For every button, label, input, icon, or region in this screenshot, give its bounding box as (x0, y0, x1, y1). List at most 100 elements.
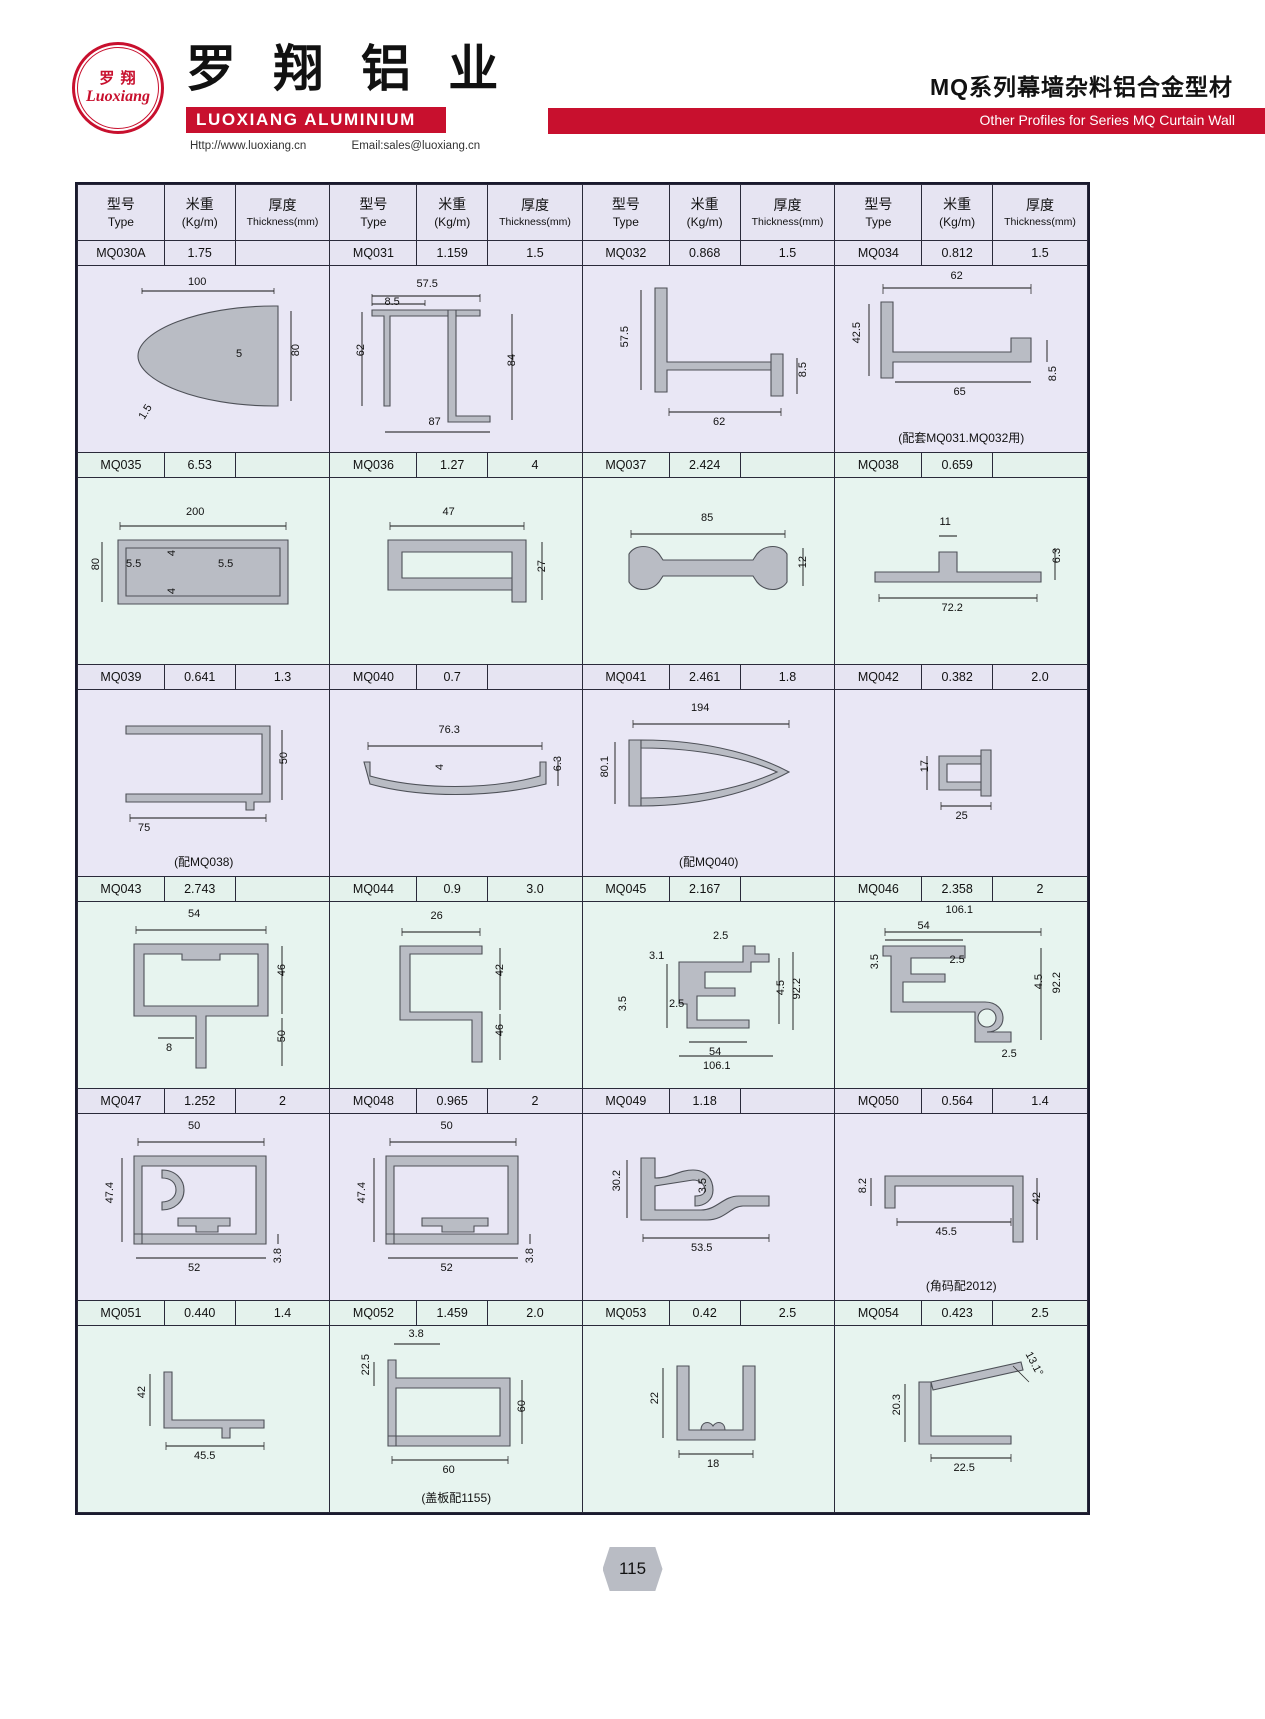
drawing-cell-mq038: 11 6.3 72.2 (834, 477, 1088, 665)
dim-label: 47 (442, 506, 455, 518)
dim-label: 18 (706, 1458, 720, 1470)
cell-weight: 1.27 (416, 452, 489, 478)
header-weight-cn-1: 米重 (185, 195, 214, 212)
dim-label: 194 (690, 702, 710, 714)
cell-type: MQ052 (329, 1300, 418, 1326)
dim-label: 57.5 (618, 326, 631, 348)
profile-drawing-mq037 (628, 530, 804, 591)
cell-weight: 2.424 (668, 452, 741, 478)
header-thickness-en-4: Thickness(mm) (1004, 215, 1076, 228)
cell-type: MQ044 (329, 876, 418, 902)
contact-info: Http://www.luoxiang.cn Email:sales@luoxi… (190, 140, 522, 152)
dim-label: 76.3 (438, 724, 460, 736)
spec-row: MQ047 1.252 2 MQ048 0.965 2 MQ049 1.18 M… (77, 1088, 1088, 1114)
dim-label: 72.2 (941, 602, 963, 614)
cell-type: MQ032 (581, 240, 670, 266)
cell-weight: 0.659 (921, 452, 993, 478)
brand-name-chinese: 罗 翔 铝 业 (186, 40, 509, 98)
dim-label: 106.1 (702, 1060, 731, 1072)
profile-drawing-mq032 (640, 287, 798, 416)
dim-label: 60 (516, 1400, 529, 1413)
dim-label: 22.5 (360, 1354, 373, 1376)
drawing-note: (盖板配1155) (421, 1491, 492, 1505)
drawing-row: 54 46 8 50 26 42 46 (76, 901, 1088, 1089)
title-red-bar (548, 108, 1265, 134)
page-title-chinese: MQ系列幕墙杂料铝合金型材 (929, 74, 1233, 100)
dim-label: 42 (494, 964, 507, 977)
spec-row: MQ051 0.440 1.4 MQ052 1.459 2.0 MQ053 0.… (77, 1300, 1088, 1326)
cell-weight: 0.868 (668, 240, 741, 266)
cell-weight: 0.9 (416, 876, 489, 902)
dim-label: 80 (290, 344, 302, 357)
drawing-cell-mq048: 50 47.4 52 3.8 (329, 1113, 583, 1301)
dim-label: 11 (939, 516, 951, 528)
dim-label: 3.1 (648, 950, 665, 962)
drawing-cell-mq045: 2.5 3.1 4.5 92.2 3.5 2.5 54 106.1 (581, 901, 836, 1089)
dim-label: 46 (494, 1024, 507, 1037)
cell-type: MQ051 (77, 1300, 165, 1326)
cell-type: MQ041 (581, 664, 670, 690)
dim-label: 50 (276, 1030, 288, 1043)
dim-label: 17 (919, 760, 932, 773)
drawing-cell-mq054: 20.3 22.5 13.1° (834, 1325, 1088, 1513)
dim-label: 3.5 (616, 996, 629, 1012)
cell-thickness (234, 240, 331, 266)
cell-type: MQ050 (834, 1088, 923, 1114)
dim-label: 50 (188, 1120, 201, 1132)
brand-red-bar (186, 107, 446, 133)
cell-weight: 1.459 (416, 1300, 489, 1326)
cell-thickness (487, 664, 583, 690)
dim-label: 8.5 (796, 362, 809, 378)
cell-type: MQ047 (77, 1088, 165, 1114)
spec-row: MQ035 6.53 MQ036 1.27 4 MQ037 2.424 MQ03… (77, 452, 1088, 478)
dim-label: 65 (953, 386, 966, 398)
dim-label: 4 (166, 550, 178, 557)
profile-drawing-mq050 (871, 1175, 1038, 1243)
cell-weight: 0.382 (921, 664, 993, 690)
cell-type: MQ035 (77, 452, 165, 478)
cell-weight: 0.423 (921, 1300, 993, 1326)
dim-label: 4.5 (1033, 974, 1046, 990)
cell-thickness: 1.4 (234, 1300, 331, 1326)
dim-label: 12 (796, 556, 809, 569)
header-weight-en-1: (Kg/m) (181, 214, 218, 229)
brand-name-english: LUOXIANG ALUMINIUM (196, 110, 416, 129)
cell-type: MQ043 (77, 876, 165, 902)
drawing-cell-mq052: 3.8 22.5 60 60 (盖板配1155) (329, 1325, 583, 1513)
dim-label: 42.5 (851, 322, 864, 344)
dim-label: 92.2 (790, 978, 803, 1000)
dim-label: 53.5 (690, 1242, 713, 1254)
cell-weight: 0.965 (416, 1088, 489, 1114)
dim-label: 100 (188, 276, 207, 288)
drawing-cell-mq050: 42 8.2 45.5 (角码配2012) (834, 1113, 1088, 1301)
company-seal-logo: 罗 翔 Luoxiang (72, 42, 164, 134)
dim-label: 52 (188, 1262, 201, 1274)
cell-type: MQ037 (581, 452, 670, 478)
header-thickness-en-3: Thickness(mm) (751, 215, 824, 228)
dim-label: 54 (917, 920, 930, 932)
profile-drawing-mq047 (121, 1138, 279, 1259)
header-type-en-1: Type (107, 214, 134, 229)
cell-thickness (234, 452, 331, 478)
dim-label: 45.5 (935, 1226, 957, 1238)
header-thickness-cn-1: 厚度 (268, 196, 297, 213)
header-weight-en-4: (Kg/m) (939, 214, 976, 229)
dim-label: 45.5 (194, 1450, 216, 1462)
cell-type: MQ038 (834, 452, 923, 478)
cell-type: MQ040 (329, 664, 418, 690)
dim-label: 25 (955, 810, 968, 822)
seal-chinese-text: 罗 翔 (99, 70, 137, 87)
dim-label: 3.8 (408, 1328, 424, 1340)
drawing-cell-mq043: 54 46 8 50 (76, 901, 331, 1089)
spec-row: MQ030A 1.75 MQ031 1.159 1.5 MQ032 0.868 … (77, 240, 1088, 266)
drawing-row: 50 47.4 52 3.8 50 47.4 52 (76, 1113, 1088, 1301)
cell-weight: 0.42 (668, 1300, 741, 1326)
drawing-cell-mq046: 106.1 54 3.5 2.5 4.5 92.2 2.5 (834, 901, 1088, 1089)
cell-type: MQ054 (834, 1300, 923, 1326)
profile-drawing-mq039 (125, 725, 283, 822)
dim-label: 2.5 (1001, 1048, 1017, 1060)
drawing-note: (配套MQ031.MQ032用) (898, 431, 1025, 445)
header-type-en-4: Type (865, 214, 892, 229)
cell-thickness: 1.3 (234, 664, 331, 690)
profile-drawing-mq052 (374, 1343, 523, 1464)
